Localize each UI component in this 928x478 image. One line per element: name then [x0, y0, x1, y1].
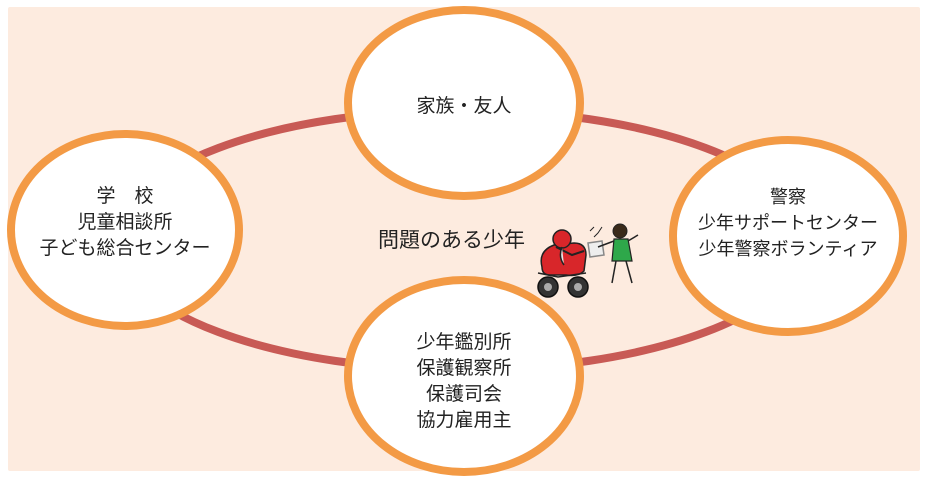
node-line: 警察 — [770, 187, 806, 208]
node-line: 児童相談所 — [77, 211, 173, 233]
correction-node-circle — [344, 276, 584, 476]
school-node-label: 学 校児童相談所子ども総合センター — [39, 183, 210, 261]
node-line: 学 校 — [96, 185, 154, 207]
school-node-circle — [7, 130, 243, 330]
police-node-circle — [669, 136, 907, 336]
family-node-circle — [344, 6, 584, 200]
motorbike-snatch-illustration — [537, 223, 639, 298]
correction-node-label: 少年鑑別所保護観察所保護司会協力雇用主 — [416, 329, 511, 433]
node-line: 保護観察所 — [416, 357, 512, 379]
node-line: 少年サポートセンター — [698, 213, 878, 234]
node-line: 少年鑑別所 — [416, 331, 512, 353]
node-line: 子ども総合センター — [39, 237, 211, 259]
node-line: 協力雇用主 — [416, 409, 512, 431]
family-node-label: 家族・友人 — [416, 93, 511, 119]
police-node-label: 警察少年サポートセンター少年警察ボランティア — [698, 185, 878, 263]
node-line: 少年警察ボランティア — [698, 239, 878, 260]
node-line: 保護司会 — [425, 383, 503, 405]
node-line: 家族・友人 — [416, 95, 512, 117]
center-label: 問題のある少年 — [378, 228, 525, 252]
